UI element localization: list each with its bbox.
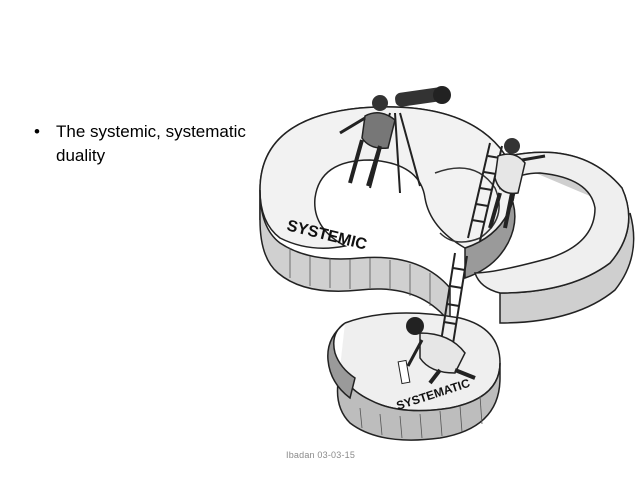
telescope-person [339,86,451,194]
right-ring-block [473,151,635,324]
bullet-icon: • [34,122,40,141]
ladder-lower [439,252,468,351]
bullet-text: The systemic, systematic duality [56,122,246,165]
kneeling-person [397,317,476,385]
footer-text: Ibadan 03-03-15 [286,450,356,460]
climber-upper [488,138,546,229]
s-shape-illustration: SYSTEMIC SYSTEMATIC [259,86,635,441]
bullet-item: • The systemic, systematic duality [34,120,284,168]
lower-s-block [327,312,501,441]
